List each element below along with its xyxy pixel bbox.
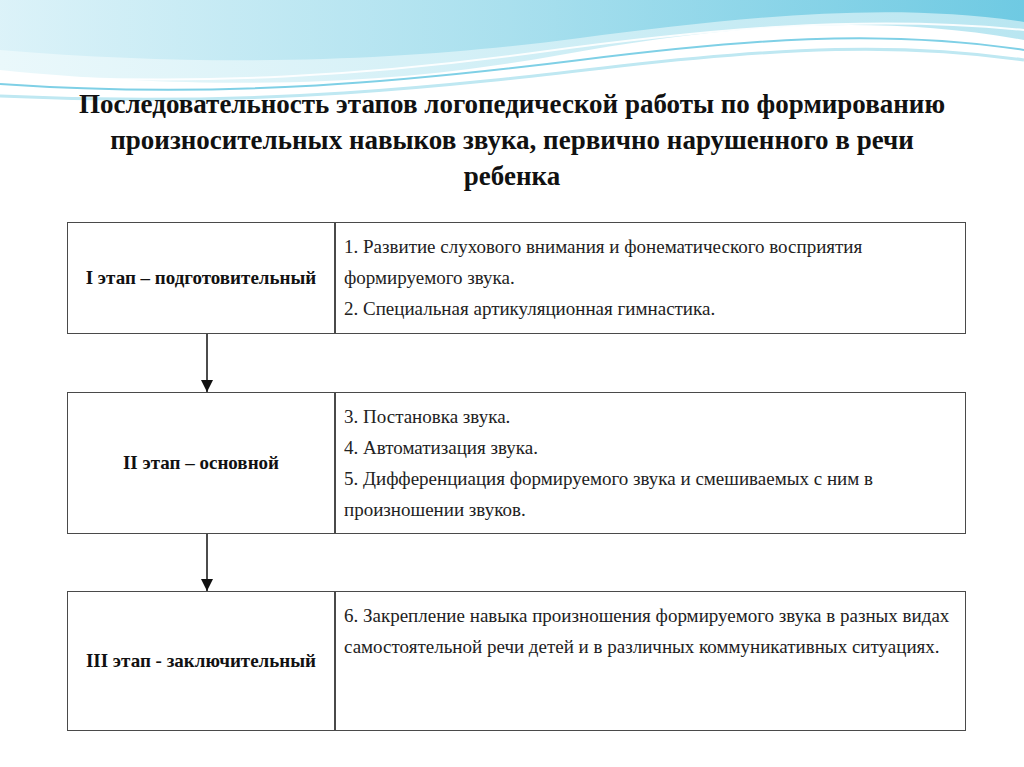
slide-title: Последовательность этапов логопедической… [60, 86, 964, 194]
stage-label: I этап – подготовительный [86, 265, 317, 291]
text-holder: I этап – подготовительный [86, 265, 317, 291]
text-holder: II этап – основной [123, 450, 279, 476]
content-box: 3. Постановка звука.4. Автоматизация зву… [335, 392, 966, 534]
wave-band [0, 0, 1024, 60]
step-text: 5. Дифференциация формируемого звука и с… [344, 463, 955, 525]
wave-band [0, 0, 1024, 83]
step-text: 6. Закрепление навыка произношения форми… [344, 600, 955, 662]
text-holder: III этап - заключительный [86, 648, 316, 674]
stage-label: III этап - заключительный [86, 648, 316, 674]
stage-box: I этап – подготовительный [67, 222, 335, 334]
step-text: 3. Постановка звука. [344, 401, 955, 432]
stage-box: III этап - заключительный [67, 591, 335, 731]
stage-label: II этап – основной [123, 450, 279, 476]
stage-box: II этап – основной [67, 392, 335, 534]
wave-line [0, 24, 1024, 80]
wave-line [0, 38, 1024, 90]
flow-arrow [206, 334, 208, 392]
step-text: 1. Развитие слухового внимания и фонемат… [344, 231, 955, 293]
step-text: 2. Специальная артикуляционная гимнастик… [344, 293, 955, 324]
content-box: 1. Развитие слухового внимания и фонемат… [335, 222, 966, 334]
step-text: 4. Автоматизация звука. [344, 432, 955, 463]
flow-arrow [206, 534, 208, 591]
content-box: 6. Закрепление навыка произношения форми… [335, 591, 966, 731]
